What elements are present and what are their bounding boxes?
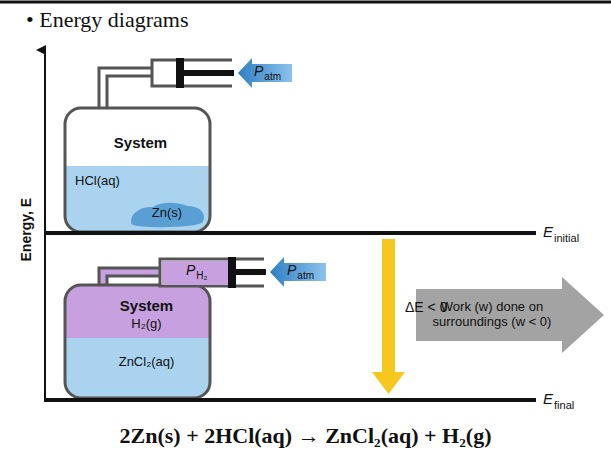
piston <box>176 58 184 88</box>
flask-neck-bore <box>103 72 154 112</box>
zinc-solid: Zn(s) <box>127 200 207 228</box>
pressure-arrow <box>238 58 292 88</box>
energy-subscript: initial <box>554 232 579 244</box>
flask-neck <box>103 72 152 110</box>
axis-label: Energy, E <box>19 198 34 262</box>
hcl-solution <box>65 166 210 232</box>
final-energy-level <box>45 398 536 402</box>
energy-change-arrow <box>372 239 405 394</box>
pressure-arrow <box>270 257 326 287</box>
substance-label: ZnCl₂(aq) <box>65 355 228 370</box>
pressure-subscript: H₂ <box>196 270 207 281</box>
top-rule <box>0 1 611 4</box>
piston-rod <box>236 269 266 275</box>
system-flask: SystemHCl(aq) Zn(s) <box>65 108 216 232</box>
substance-label: Zn(s) <box>127 206 207 221</box>
energy-symbol: E <box>543 391 553 408</box>
piston-rod <box>184 70 234 76</box>
pressure-subscript: atm <box>264 71 281 82</box>
final-flask <box>60 257 326 402</box>
system-label: System <box>65 134 216 151</box>
pressure-symbol: P <box>186 263 195 278</box>
initial-energy-level <box>45 231 536 235</box>
system-label: System <box>65 297 228 314</box>
energy-symbol: E <box>543 224 553 241</box>
energy-axis <box>44 50 46 402</box>
hydrogen-gas <box>162 261 228 285</box>
piston <box>228 257 236 288</box>
energy-change-label: ΔE < 0 <box>405 300 447 315</box>
reaction-equation: 2Zn(s) + 2HCl(aq) → ZnCl₂(aq) + H₂(g) <box>120 424 492 448</box>
pressure-symbol: P <box>254 64 263 79</box>
substance-label: HCl(aq) <box>75 174 120 189</box>
pressure-symbol: P <box>287 263 296 278</box>
system-flask: SystemH₂(g) ZnCl₂(aq) <box>65 285 228 398</box>
substance-label: H₂(g) <box>65 317 228 332</box>
slide-heading: • Energy diagrams <box>26 8 188 32</box>
energy-subscript: final <box>554 399 574 411</box>
initial-flask <box>60 58 292 236</box>
flask-outline <box>65 108 210 232</box>
pressure-subscript: atm <box>297 270 314 281</box>
